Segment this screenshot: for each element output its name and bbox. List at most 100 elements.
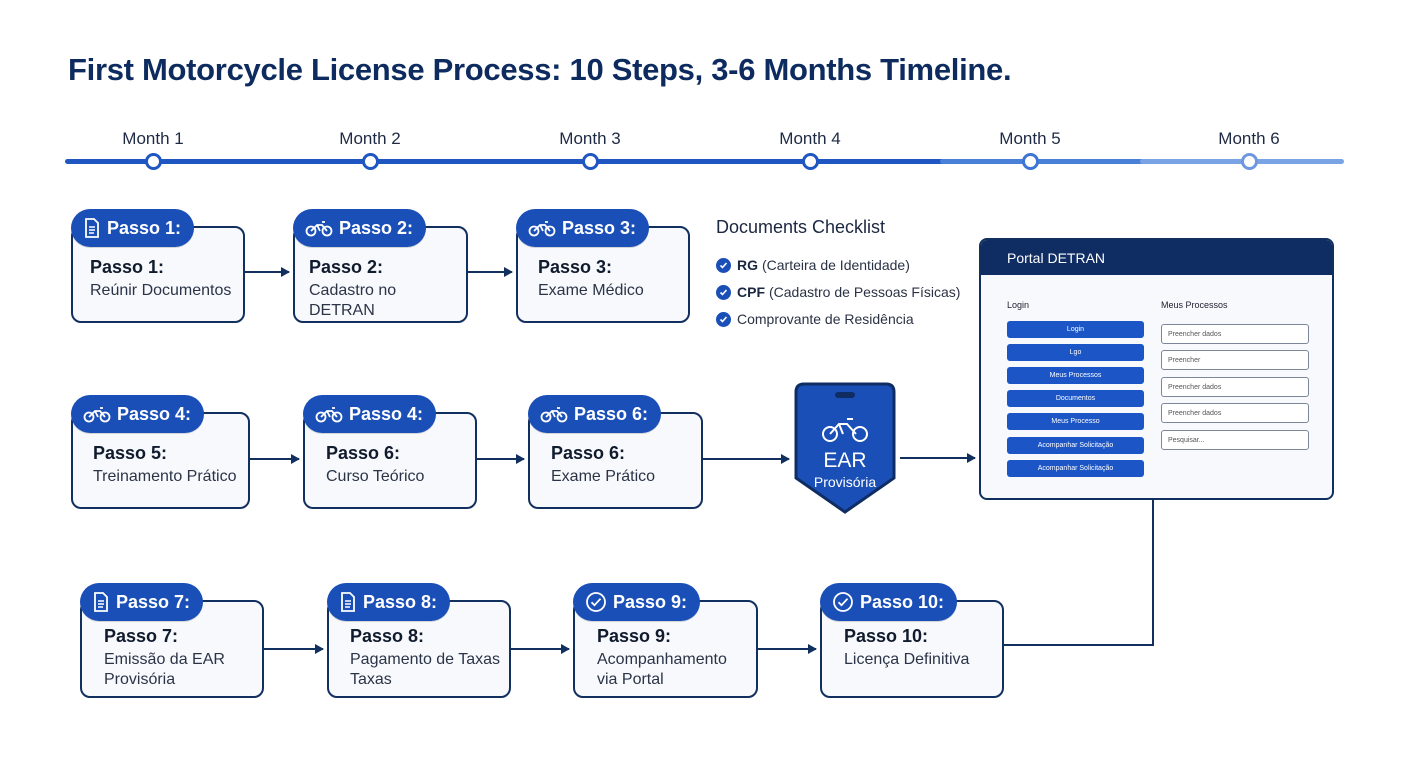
check-icon: [716, 311, 731, 327]
step-description: Reúnir Documentos: [90, 282, 232, 299]
timeline-marker-4: [802, 153, 819, 170]
checklist-item-code: CPF: [737, 284, 765, 300]
portal-search-input[interactable]: Pesquisar...: [1161, 430, 1309, 450]
step-tag-label: Passo 4:: [349, 403, 424, 424]
badge-subtitle: Provisória: [813, 474, 877, 490]
portal-input[interactable]: Preencher dados: [1161, 324, 1309, 344]
step-description: Licença Definitiva: [844, 651, 970, 668]
portal-input[interactable]: Preencher: [1161, 350, 1309, 370]
badge-title: EAR: [823, 449, 867, 472]
portal-input[interactable]: Preencher dados: [1161, 377, 1309, 397]
step-tag-label: Passo 2:: [339, 217, 414, 238]
checklist-item-code: RG: [737, 257, 758, 273]
step-tag-4: Passo 4:: [71, 395, 205, 433]
step-description-line2: via Portal: [597, 671, 664, 688]
step-description: Treinamento Prático: [93, 468, 237, 485]
portal-login-label: Login: [1007, 300, 1030, 310]
portal-track-request-button-2[interactable]: Acompanhar Solicitação: [1007, 460, 1144, 477]
check-circle-icon: [833, 592, 853, 612]
portal-my-process-button[interactable]: Meus Processo: [1007, 413, 1144, 430]
step-description: Pagamento de Taxas: [350, 651, 501, 668]
timeline-track-solid: [65, 159, 945, 164]
timeline-marker-3: [582, 153, 599, 170]
checklist-item: RG (Carteira de Identidade): [716, 257, 910, 273]
step-title: Passo 5:: [93, 443, 168, 463]
step-title: Passo 3:: [538, 257, 613, 277]
step-tag-2: Passo 2:: [293, 209, 427, 247]
step-title: Passo 1:: [90, 257, 165, 277]
portal-track-request-button[interactable]: Acompanhar Solicitação: [1007, 437, 1144, 454]
step-tag-label: Passo 4:: [117, 403, 192, 424]
checklist-item: Comprovante de Residência: [716, 311, 914, 327]
step-title: Passo 8:: [350, 626, 425, 646]
step-title: Passo 10:: [844, 626, 929, 646]
portal-documents-button[interactable]: Documentos: [1007, 390, 1144, 407]
step-tag-label: Passo 7:: [116, 591, 191, 612]
portal-button[interactable]: Lgo: [1007, 344, 1144, 361]
timeline-marker-1: [145, 153, 162, 170]
step-description-line2: Provisória: [104, 671, 176, 688]
step-description-line2: Taxas: [350, 671, 392, 688]
step-title: Passo 6:: [551, 443, 626, 463]
step-tag-10: Passo 10:: [820, 583, 958, 621]
step-tag-label: Passo 10:: [860, 591, 945, 612]
check-icon: [716, 257, 731, 273]
ear-provisoria-badge: [794, 382, 896, 514]
step-tag-7: Passo 7:: [80, 583, 204, 621]
motorcycle-icon: [305, 221, 333, 237]
check-icon: [716, 284, 731, 300]
step-description: Emissão da EAR: [104, 651, 225, 668]
step-tag-1: Passo 1:: [71, 209, 195, 247]
checklist-item: CPF (Cadastro de Pessoas Físicas): [716, 284, 960, 300]
step-title: Passo 6:: [326, 443, 401, 463]
step-tag-label: Passo 6:: [574, 403, 649, 424]
checklist-item-text: (Carteira de Identidade): [762, 257, 910, 273]
step-description: Exame Prático: [551, 468, 656, 485]
portal-my-processes-button[interactable]: Meus Processos: [1007, 367, 1144, 384]
step-description: Cadastro no DETRAN: [309, 282, 397, 319]
checklist-title: Documents Checklist: [716, 217, 886, 237]
timeline-month-3: Month 3: [559, 129, 621, 148]
step-tag-9: Passo 9:: [573, 583, 701, 621]
step-description: Acompanhamento: [597, 651, 727, 668]
timeline-marker-2: [362, 153, 379, 170]
step-tag-3: Passo 3:: [516, 209, 650, 247]
step-tag-label: Passo 1:: [107, 217, 182, 238]
document-icon: [341, 592, 355, 612]
timeline-month-6: Month 6: [1218, 129, 1280, 148]
timeline-marker-5: [1022, 153, 1039, 170]
motorcycle-icon: [822, 418, 868, 442]
portal-processes-label: Meus Processos: [1161, 300, 1228, 310]
timeline-marker-6: [1241, 153, 1258, 170]
checklist-item-text: Comprovante de Residência: [737, 311, 914, 327]
motorcycle-icon: [540, 407, 568, 423]
document-icon: [85, 218, 99, 238]
step-title: Passo 9:: [597, 626, 672, 646]
step-tag-8: Passo 8:: [327, 583, 451, 621]
step-tag-label: Passo 8:: [363, 591, 438, 612]
timeline-month-5: Month 5: [999, 129, 1061, 148]
step-title: Passo 7:: [104, 626, 179, 646]
step-tag-label: Passo 3:: [562, 217, 637, 238]
step-tag-5: Passo 4:: [303, 395, 437, 433]
connector-portal-to-10: [1004, 500, 1154, 646]
timeline-track-mid: [940, 159, 1145, 164]
timeline-month-2: Month 2: [339, 129, 401, 148]
step-tag-label: Passo 9:: [613, 591, 688, 612]
timeline-month-1: Month 1: [122, 129, 184, 148]
step-description: Curso Teórico: [326, 468, 425, 485]
document-icon: [94, 592, 108, 612]
check-circle-icon: [586, 592, 606, 612]
motorcycle-icon: [83, 407, 111, 423]
portal-title: Portal DETRAN: [981, 240, 1332, 275]
step-title: Passo 2:: [309, 257, 384, 277]
motorcycle-icon: [528, 221, 556, 237]
checklist-item-text: (Cadastro de Pessoas Físicas): [769, 284, 961, 300]
timeline-month-4: Month 4: [779, 129, 841, 148]
portal-input[interactable]: Preencher dados: [1161, 403, 1309, 423]
page-title: First Motorcycle License Process: 10 Ste…: [68, 52, 1012, 87]
motorcycle-icon: [315, 407, 343, 423]
step-tag-6: Passo 6:: [528, 395, 662, 433]
portal-login-button[interactable]: Login: [1007, 321, 1144, 338]
step-description: Exame Médico: [538, 282, 644, 299]
